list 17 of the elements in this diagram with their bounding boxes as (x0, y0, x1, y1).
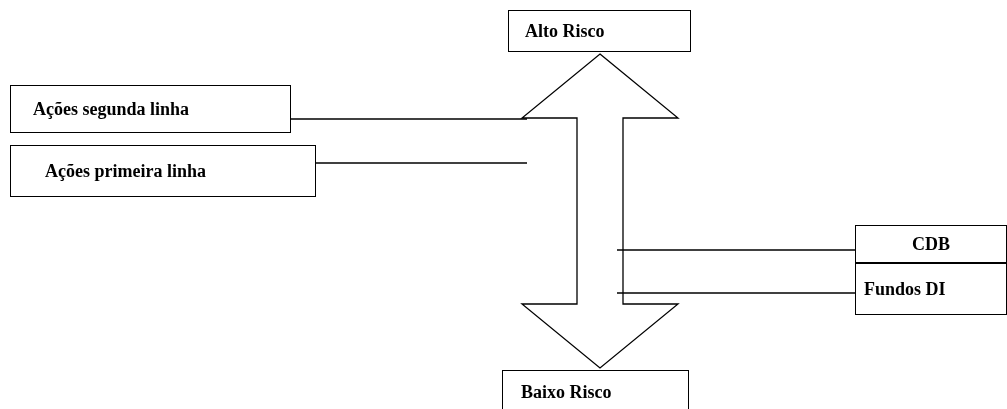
box-label: Ações segunda linha (33, 98, 190, 120)
box-label: Baixo Risco (521, 382, 612, 403)
label-box (855, 225, 1007, 263)
label-box (10, 85, 291, 133)
label-box (508, 10, 691, 52)
box-label: CDB (912, 233, 950, 255)
label-box (855, 263, 1007, 315)
connector-line (616, 249, 856, 251)
label-box (10, 145, 316, 197)
connector-line (616, 292, 856, 294)
box-label: Fundos DI (864, 278, 946, 300)
connector-line (290, 118, 528, 120)
label-box (502, 370, 689, 409)
box-label: Ações primeira linha (45, 160, 206, 182)
double-arrow (520, 53, 680, 369)
box-label: Alto Risco (525, 20, 605, 42)
connector-line (315, 162, 528, 164)
